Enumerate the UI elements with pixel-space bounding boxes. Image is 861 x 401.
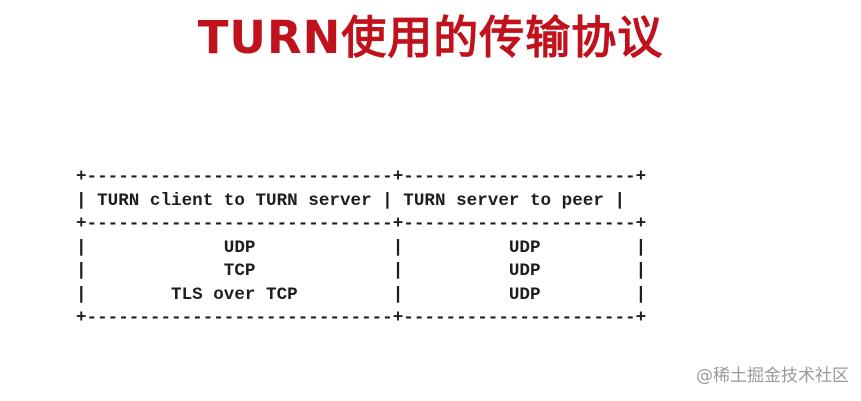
protocol-table: +-----------------------------+---------… bbox=[76, 166, 646, 331]
table-row: | UDP | UDP | bbox=[76, 237, 647, 258]
watermark: @稀土掘金技术社区 bbox=[696, 366, 849, 386]
slide-title: TURN使用的传输协议 bbox=[197, 11, 664, 64]
table-border-mid: +-----------------------------+---------… bbox=[76, 214, 647, 234]
table-border-top: +-----------------------------+---------… bbox=[76, 167, 647, 187]
table-border-bottom: +-----------------------------+---------… bbox=[76, 308, 647, 328]
table-row: | TLS over TCP | UDP | bbox=[76, 284, 647, 305]
table-row: | TCP | UDP | bbox=[76, 261, 647, 281]
table-header-row: | TURN client to TURN server | TURN serv… bbox=[76, 190, 626, 211]
